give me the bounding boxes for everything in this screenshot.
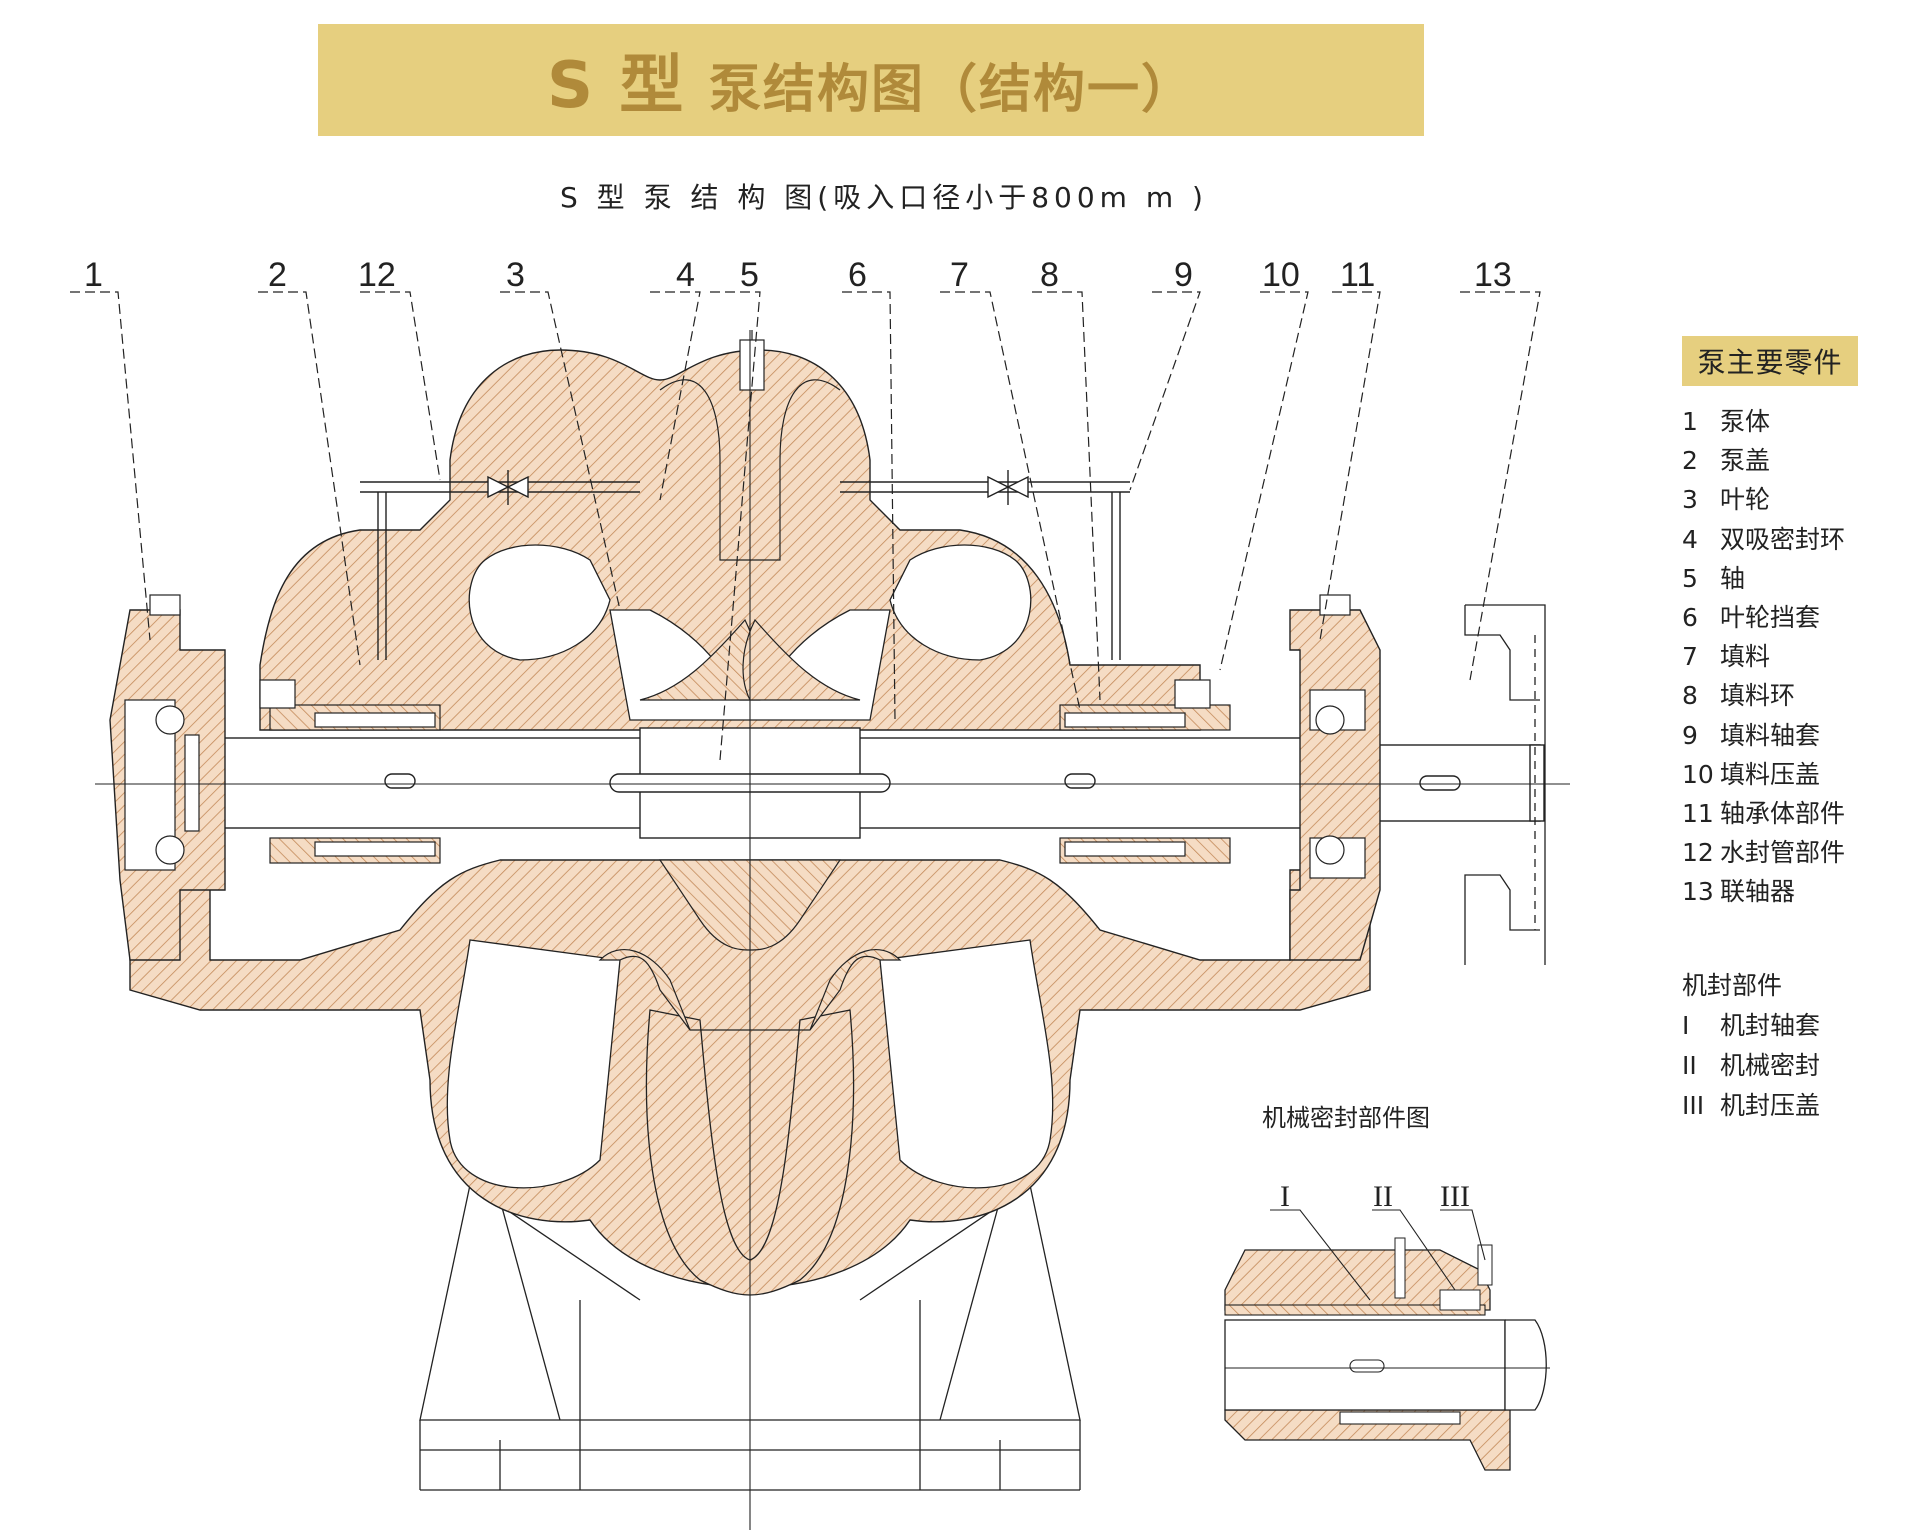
list-item: I 机封轴套: [1682, 1006, 1820, 1046]
part-number: 10: [1682, 759, 1714, 789]
callout-6: 6: [848, 256, 867, 294]
callout-12: 12: [358, 256, 396, 294]
part-number: 6: [1682, 602, 1698, 632]
callout-3: 3: [506, 256, 525, 294]
mechanical-seal-detail: I II III: [1224, 1180, 1550, 1471]
bearing-housing-right: [1289, 594, 1381, 961]
seal-part-name: 机械密封: [1720, 1051, 1821, 1080]
list-item: 7 填料: [1682, 637, 1845, 676]
drawing-subtitle: S 型 泵 结 构 图(吸入口径小于800m m ): [560, 181, 1208, 214]
callout-9: 9: [1174, 256, 1193, 294]
seal-part-name: 机封轴套: [1720, 1011, 1821, 1040]
callout-7: 7: [950, 256, 969, 294]
list-item: 3 叶轮: [1682, 480, 1845, 519]
part-number: 2: [1682, 446, 1698, 476]
callout-leaders: [70, 291, 1541, 761]
part-name: 叶轮: [1720, 485, 1771, 515]
part-name: 填料压盖: [1720, 759, 1821, 789]
seal-parts-heading: 机封部件: [1682, 971, 1783, 1000]
part-number: 13: [1682, 877, 1714, 907]
part-name: 联轴器: [1720, 877, 1796, 907]
part-number: 3: [1682, 485, 1698, 515]
seal-part-name: 机封压盖: [1720, 1091, 1821, 1120]
seal-part-number: II: [1682, 1051, 1697, 1080]
part-name: 叶轮挡套: [1720, 602, 1821, 632]
callout-11: 11: [1340, 256, 1375, 294]
water-seal-pipe: [360, 470, 1130, 660]
part-number: 4: [1682, 524, 1698, 554]
part-name: 双吸密封环: [1720, 524, 1846, 554]
list-item: 1 泵体: [1682, 402, 1845, 441]
part-name: 填料: [1720, 642, 1771, 672]
list-item: 8 填料环: [1682, 676, 1845, 715]
part-name: 填料环: [1720, 681, 1796, 711]
callout-1: 1: [84, 256, 103, 294]
parts-heading: 泵主要零件: [1682, 336, 1858, 386]
center-lines: [95, 330, 1570, 1530]
callout-10: 10: [1262, 256, 1300, 294]
part-name: 泵盖: [1720, 446, 1771, 476]
callout-8: 8: [1040, 256, 1059, 294]
callout-4: 4: [676, 256, 695, 294]
seal-part-number: III: [1682, 1091, 1705, 1120]
part-number: 9: [1682, 720, 1698, 750]
title-prefix: S 型: [547, 49, 686, 123]
list-item: 6 叶轮挡套: [1682, 598, 1845, 637]
pump-cover-upper: [259, 330, 1201, 731]
callout-2: 2: [268, 256, 287, 294]
list-item: III 机封压盖: [1682, 1086, 1820, 1126]
detail-callout-III: III: [1440, 1180, 1470, 1213]
coupling: [1464, 604, 1546, 965]
seal-part-number: I: [1682, 1011, 1690, 1040]
part-name: 轴: [1720, 563, 1746, 593]
seal-detail-title: 机械密封部件图: [1262, 1104, 1430, 1132]
part-name: 泵体: [1720, 407, 1771, 436]
title-banner: S 型 泵结构图（结构一）: [318, 24, 1424, 136]
part-number: 5: [1682, 563, 1698, 593]
callout-5: 5: [740, 256, 759, 294]
part-number: 1: [1682, 407, 1698, 436]
title-main: 泵结构图（结构一）: [708, 60, 1195, 120]
part-number: 7: [1682, 642, 1698, 672]
packing-boxes: [259, 679, 1231, 864]
bearing-housing-left: [109, 594, 226, 961]
list-item: 2 泵盖: [1682, 441, 1845, 480]
part-number: 11: [1682, 798, 1714, 828]
list-item: 9 填料轴套: [1682, 716, 1845, 755]
list-item: II 机械密封: [1682, 1046, 1820, 1086]
part-name: 轴承体部件: [1720, 798, 1846, 828]
callout-13: 13: [1474, 256, 1512, 294]
page-title: S 型 泵结构图（结构一）: [547, 34, 1195, 126]
part-name: 填料轴套: [1720, 720, 1821, 750]
part-name: 水封管部件: [1720, 838, 1846, 868]
detail-callout-I: I: [1280, 1180, 1290, 1213]
list-item: 4 双吸密封环: [1682, 520, 1845, 559]
seal-parts-list: I 机封轴套 II 机械密封 III 机封压盖: [1682, 1006, 1820, 1126]
part-number: 8: [1682, 681, 1698, 711]
detail-callout-II: II: [1373, 1180, 1393, 1213]
part-number: 12: [1682, 838, 1714, 868]
callout-numbers: 1 2 12 3 4 5 6 7 8 9 10 11 13: [84, 256, 1512, 294]
